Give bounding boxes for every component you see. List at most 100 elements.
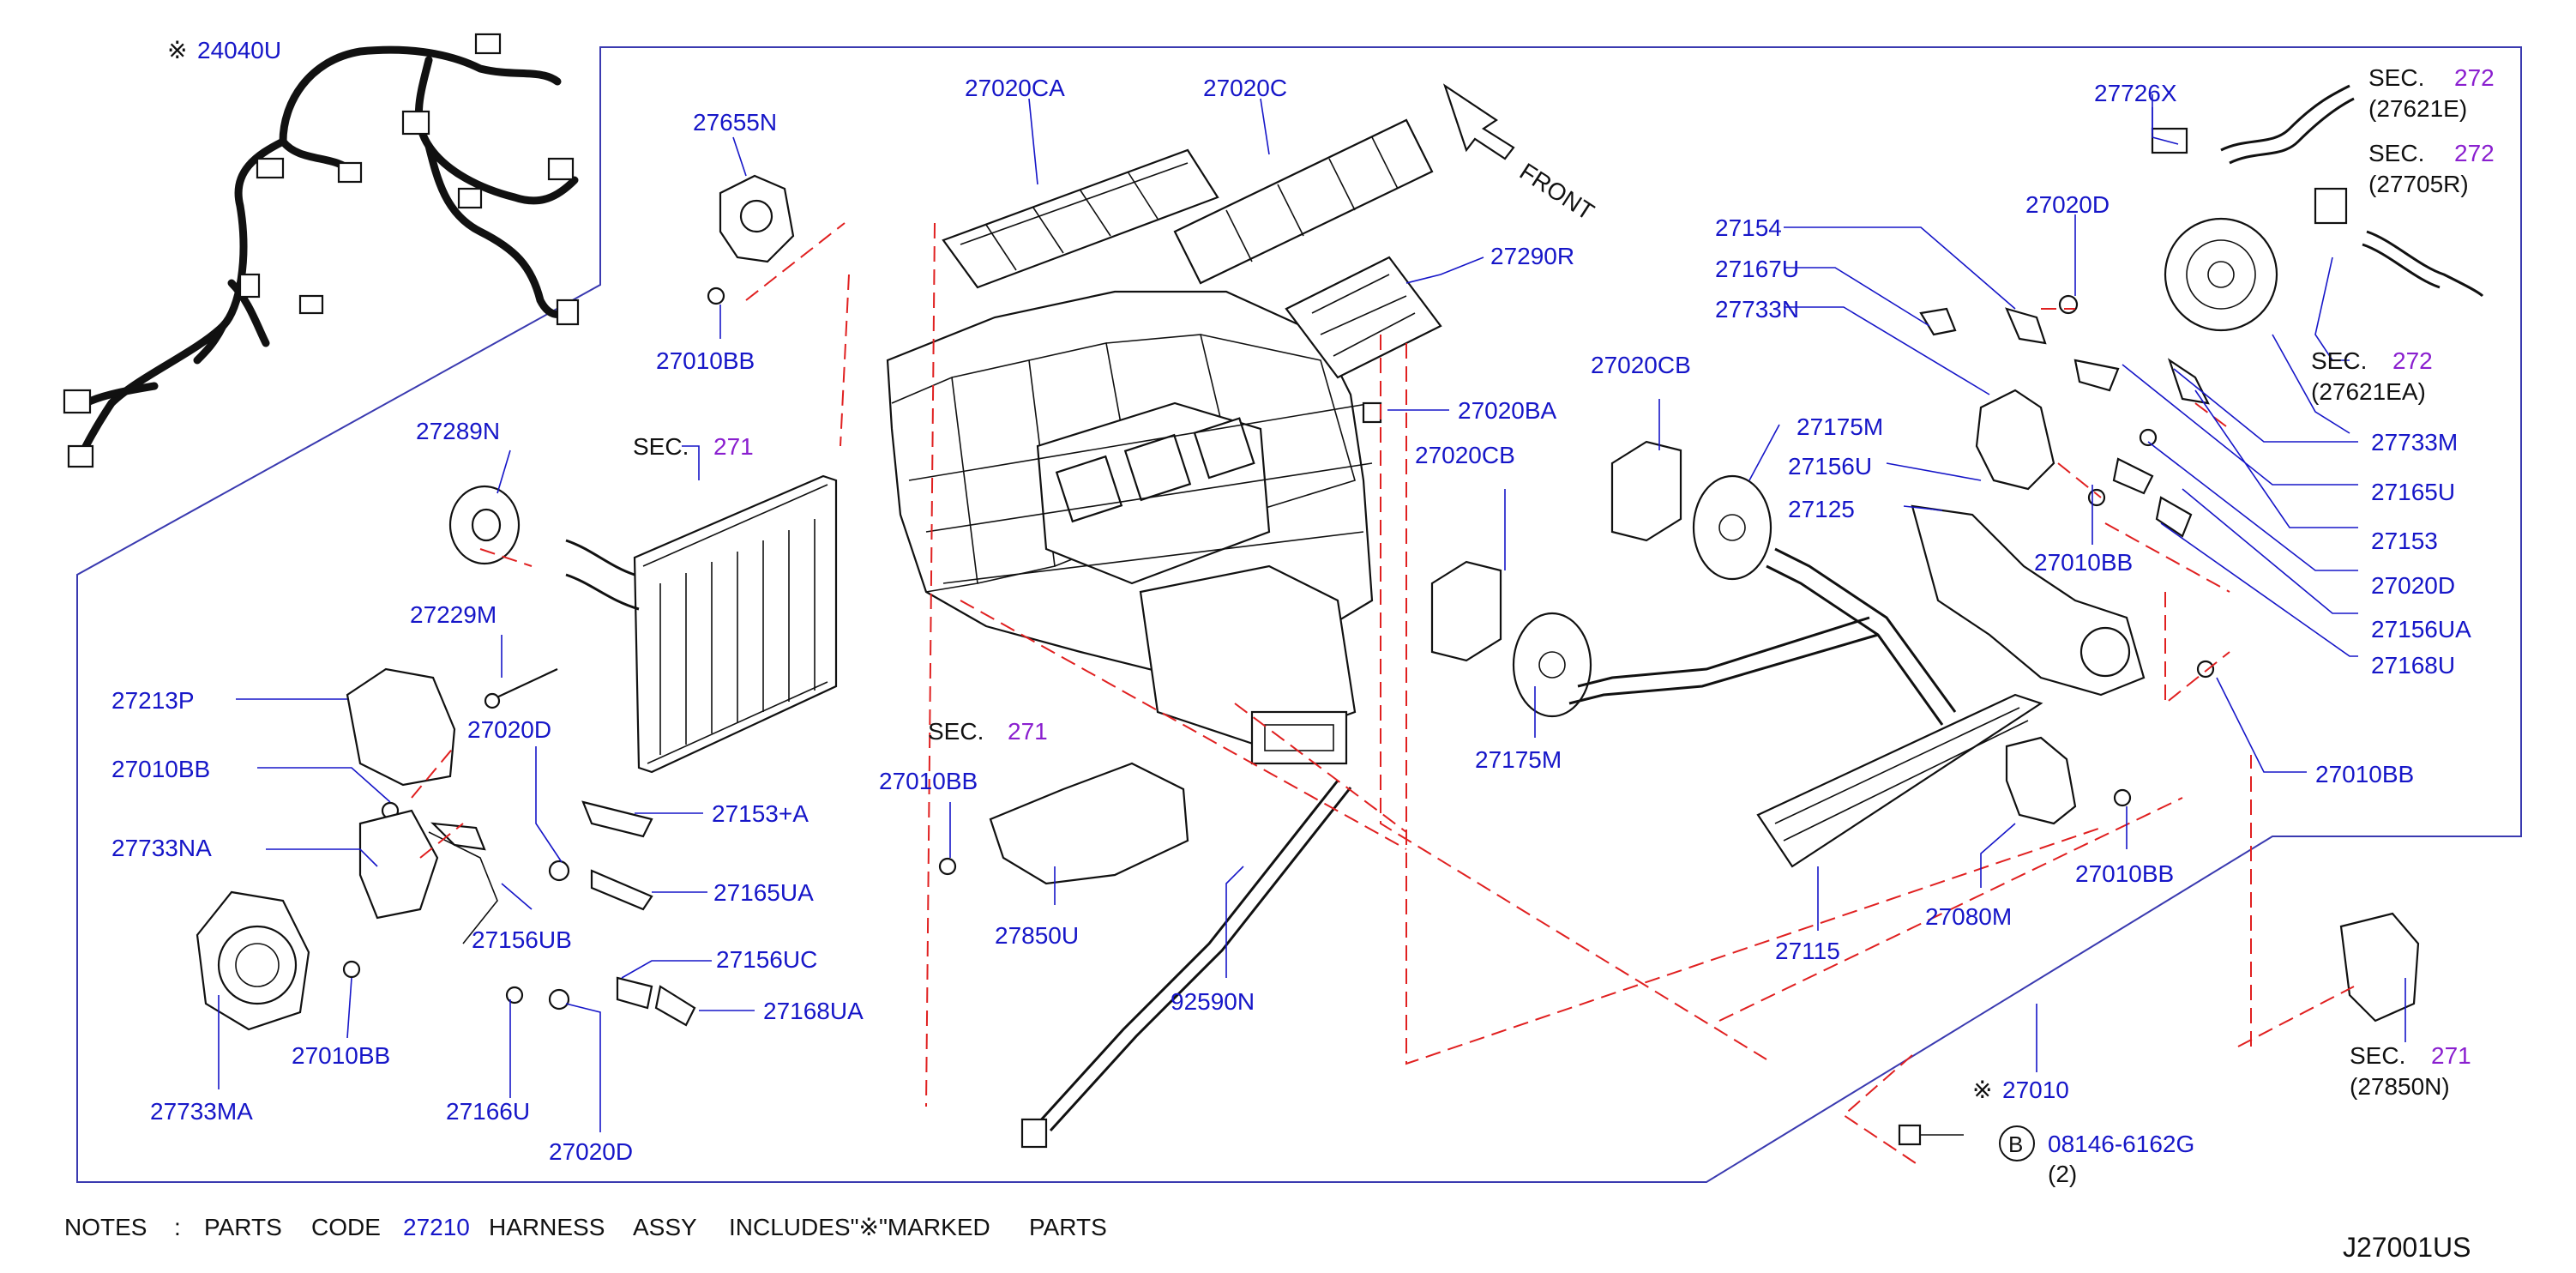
part-label-27175M-b: 27175M xyxy=(1475,746,1562,773)
duct-27850U-drawing xyxy=(938,762,1189,885)
notes-word-assy: ASSY xyxy=(633,1214,697,1240)
part-label-27020BA: 27020BA xyxy=(1458,397,1557,424)
part-label-27733MA: 27733MA xyxy=(150,1098,253,1125)
part-label-27726X: 27726X xyxy=(2094,80,2177,106)
part-label-27168UA: 27168UA xyxy=(763,998,864,1024)
part-label-27175M-a: 27175M xyxy=(1797,413,1883,440)
blower-right-drawing xyxy=(2164,217,2278,332)
part-label-27010: 27010 xyxy=(2002,1077,2069,1103)
sec-label-c: SEC. xyxy=(2368,64,2424,91)
sec-ref-271-c: 271 xyxy=(2431,1042,2471,1069)
part-label-27289N: 27289N xyxy=(416,418,500,444)
part-label-27020D-d: 27020D xyxy=(2371,572,2455,599)
part-label-27020CA: 27020CA xyxy=(965,75,1065,101)
part-label-27010BB-c: 27010BB xyxy=(292,1042,390,1069)
sec-ref-27621E: (27621E) xyxy=(2368,95,2467,122)
wiring-harness-drawing xyxy=(63,33,580,468)
part-label-27010BB-f: 27010BB xyxy=(2315,761,2414,787)
seal-27290R-drawing xyxy=(1285,256,1442,379)
part-label-27229M: 27229M xyxy=(410,601,497,628)
part-label-27020CB-a: 27020CB xyxy=(1591,352,1691,378)
notes-word-harness: HARNESS xyxy=(489,1214,605,1240)
part-label-27166U: 27166U xyxy=(446,1098,530,1125)
assembly-dashed-lines xyxy=(411,222,2355,1167)
part-label-27156UB: 27156UB xyxy=(472,926,572,953)
hoses-right-drawing xyxy=(2151,84,2484,298)
blower-motor-27733MA-drawing xyxy=(196,809,498,1031)
part-label-24040U: 24040U xyxy=(197,37,281,63)
sec-ref-271-b: 271 xyxy=(1008,718,1048,745)
sec-label-a: SEC. xyxy=(633,433,689,460)
notes-word-includes: INCLUDES"※"MARKED xyxy=(729,1214,990,1240)
sec-ref-272-c: 272 xyxy=(2392,347,2433,374)
notes-prefix: NOTES xyxy=(64,1214,147,1240)
foam-pad-27020CB-drawing xyxy=(1430,440,1682,662)
part-label-27010BB-a: 27010BB xyxy=(656,347,755,374)
actuator-27080M-drawing xyxy=(2005,736,2132,825)
drain-hose-92590N-drawing xyxy=(1020,780,1352,1149)
notes-word-code: CODE xyxy=(311,1214,381,1240)
notes-word-parts2: PARTS xyxy=(1029,1214,1107,1240)
part-label-27020C: 27020C xyxy=(1203,75,1287,101)
part-label-27655N: 27655N xyxy=(693,109,777,136)
bracket-27850N-drawing xyxy=(2339,912,2420,1023)
part-label-27153: 27153 xyxy=(2371,528,2438,554)
part-label-27020D-b: 27020D xyxy=(549,1138,633,1165)
bolt-08146-drawing xyxy=(1898,1124,1964,1146)
sec-label-e: SEC. xyxy=(2311,347,2367,374)
part-label-27156UC: 27156UC xyxy=(716,946,817,973)
part-label-27010BB-b: 27010BB xyxy=(111,756,210,782)
part-label-27290R: 27290R xyxy=(1490,243,1574,269)
part-label-27156U: 27156U xyxy=(1788,453,1872,480)
heater-core-27115-drawing xyxy=(1756,693,2043,868)
part-label-27115: 27115 xyxy=(1775,938,1840,964)
part-qty-08146: (2) xyxy=(2048,1161,2077,1187)
part-label-27156UA: 27156UA xyxy=(2371,616,2471,643)
assy-mark: ※ xyxy=(1972,1077,1992,1103)
heater-pipes-drawing xyxy=(1568,547,1957,726)
notes-code: 27210 xyxy=(403,1214,470,1240)
bolt-circle-letter: B xyxy=(2008,1131,2023,1157)
part-label-27213P: 27213P xyxy=(111,687,195,714)
part-label-27165U: 27165U xyxy=(2371,479,2455,505)
sec-ref-27621EA: (27621EA) xyxy=(2311,378,2426,405)
harness-mark: ※ xyxy=(167,37,187,63)
front-label: FRONT xyxy=(1515,158,1599,226)
part-label-27154: 27154 xyxy=(1715,214,1782,241)
filter-27020C-drawing xyxy=(1173,118,1434,285)
sec-label-f: SEC. xyxy=(2350,1042,2405,1069)
part-label-92590N: 92590N xyxy=(1171,988,1255,1015)
sec-ref-272-b: 272 xyxy=(2454,140,2495,166)
part-label-27010BB-d: 27010BB xyxy=(879,768,978,794)
sec-label-d: SEC. xyxy=(2368,140,2424,166)
notes-line: NOTES : PARTS CODE 27210 HARNESS ASSY IN… xyxy=(64,1214,1107,1240)
part-label-27153A: 27153+A xyxy=(712,800,809,827)
notes-colon: : xyxy=(174,1214,181,1240)
part-label-27010BB-e: 27010BB xyxy=(2034,549,2133,576)
sec-label-b: SEC. xyxy=(928,718,984,745)
part-label-27733M: 27733M xyxy=(2371,429,2458,456)
actuator-27213P-drawing xyxy=(346,667,456,820)
part-label-08146-6162G: 08146-6162G xyxy=(2048,1131,2194,1157)
part-label-27733NA: 27733NA xyxy=(111,835,212,861)
actuator-27733N-drawing xyxy=(1975,389,2055,491)
sec-ref-27850N: (27850N) xyxy=(2350,1073,2450,1100)
duct-27125-drawing xyxy=(1911,504,2146,697)
part-label-27010BB-g: 27010BB xyxy=(2075,860,2174,887)
bolt-callout: B xyxy=(1999,1125,2035,1161)
sec-ref-271-a: 271 xyxy=(713,433,754,460)
leader-lines xyxy=(218,94,2406,1132)
diagram-id: J27001US xyxy=(2343,1232,2471,1263)
sec-ref-27705R: (27705R) xyxy=(2368,171,2469,197)
sec-ref-272-a: 272 xyxy=(2454,64,2495,91)
plate-27175M-drawing xyxy=(1512,474,1773,718)
part-label-27020D-a: 27020D xyxy=(467,716,551,743)
part-label-27165UA: 27165UA xyxy=(713,879,814,906)
part-label-27020D-c: 27020D xyxy=(2025,191,2110,218)
part-label-27080M: 27080M xyxy=(1925,903,2012,930)
filter-27020CA-drawing xyxy=(942,148,1219,289)
part-label-27168U: 27168U xyxy=(2371,652,2455,679)
part-label-27733N: 27733N xyxy=(1715,296,1799,323)
part-label-27020CB-b: 27020CB xyxy=(1415,442,1515,468)
